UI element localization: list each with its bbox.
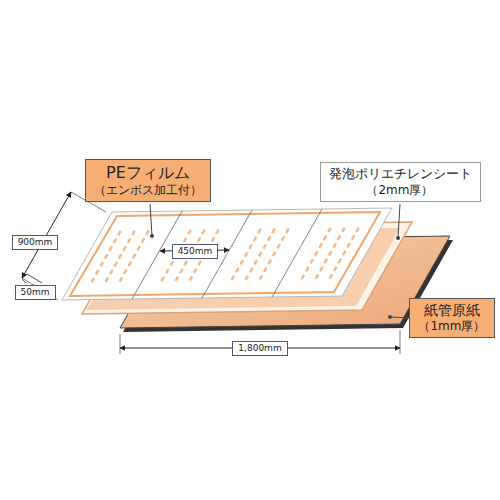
print-mark — [302, 226, 332, 279]
dimension-label: 1,800mm — [232, 341, 287, 356]
dimension-label: 50mm — [15, 285, 56, 300]
print-mark — [330, 226, 360, 279]
print-mark — [92, 229, 122, 282]
leader-line — [398, 204, 400, 238]
callout-title: 紙管原紙 — [418, 302, 485, 320]
leader-dot — [388, 315, 392, 319]
dimension-label: 900mm — [12, 235, 59, 250]
film-margin-band — [70, 212, 380, 296]
leader-line — [27, 274, 42, 283]
film-print — [92, 226, 360, 282]
callout-title: 発泡ポリエチレンシート — [329, 166, 472, 182]
extension-line — [120, 334, 121, 354]
panel-line — [272, 209, 322, 297]
callout-box: 紙管原紙（1mm厚） — [409, 298, 494, 339]
print-mark — [232, 227, 262, 280]
print-mark — [246, 227, 276, 280]
print-mark — [316, 226, 346, 279]
callout-note: （1mm厚） — [418, 319, 485, 334]
callout-box: PEフィルム（エンボス加工付） — [85, 159, 211, 202]
leader-dot — [150, 234, 154, 238]
extension-line — [400, 330, 401, 354]
leader-line — [22, 279, 26, 283]
callout-title: PEフィルム — [94, 163, 202, 183]
film-sheet — [62, 208, 392, 300]
print-mark — [120, 229, 150, 282]
print-mark — [106, 229, 136, 282]
leader-line — [150, 204, 152, 236]
leader-dot — [396, 236, 400, 240]
callout-box: 発泡ポリエチレンシート（2mm厚） — [320, 162, 481, 201]
print-mark — [260, 227, 290, 280]
callout-note: （2mm厚） — [329, 183, 472, 198]
dimension-label: 450mm — [172, 244, 219, 259]
callout-note: （エンボス加工付） — [94, 183, 202, 198]
